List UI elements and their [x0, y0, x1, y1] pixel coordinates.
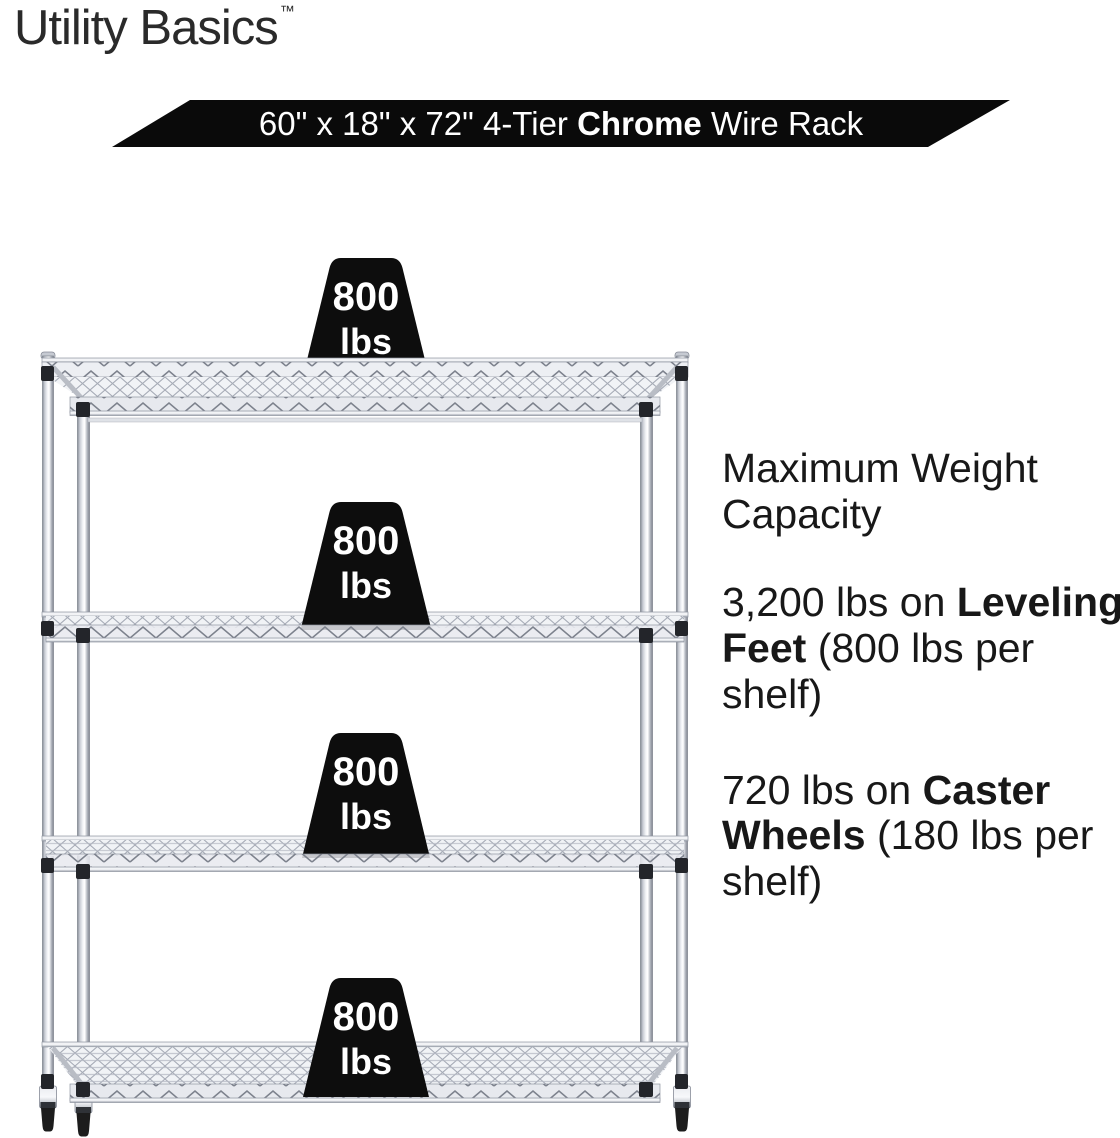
shelf-connectors	[41, 366, 688, 1097]
weight-unit-1: lbs	[340, 321, 392, 362]
post-front-right	[640, 399, 653, 1093]
weight-value-2: 800	[333, 519, 400, 563]
banner-product-text: Wire Rack	[701, 105, 864, 142]
title-banner: 60" x 18" x 72" 4-Tier Chrome Wire Rack	[112, 100, 1010, 147]
post-back-right	[676, 355, 688, 1109]
weight-tag-1: 800 lbs	[306, 258, 426, 364]
brand-name: Utility Basics	[14, 1, 279, 55]
leveling-foot-back-right	[673, 1085, 691, 1132]
weight-value-1: 800	[333, 275, 400, 319]
leveling-foot-back-left	[39, 1085, 57, 1132]
shelf-4: 800 lbs	[41, 978, 689, 1103]
shelf-3: 800 lbs	[41, 733, 689, 872]
weight-tag-2: 800 lbs	[300, 502, 432, 630]
weight-value-3: 800	[333, 750, 400, 794]
spec-caster-wheels: 720 lbs on Caster Wheels (180 lbs per sh…	[722, 766, 1120, 906]
weight-tag-4: 800 lbs	[303, 978, 429, 1097]
banner-finish-text: Chrome	[577, 105, 702, 142]
weight-unit-4: lbs	[340, 1041, 392, 1082]
spec-caster-suffix: (180 lbs per shelf)	[722, 812, 1094, 905]
spec-caster-bold: Caster Wheels	[722, 766, 1051, 859]
weight-unit-2: lbs	[340, 565, 392, 606]
shelf-2: 800 lbs	[41, 502, 689, 643]
spec-leveling-bold: Leveling Feet	[722, 578, 1120, 671]
spec-caster-prefix: 720 lbs on	[722, 766, 923, 813]
trademark-symbol: ™	[279, 3, 295, 20]
spec-panel: Maximum Weight Capacity 3,200 lbs on Lev…	[722, 445, 1120, 906]
spec-heading: Maximum Weight Capacity	[722, 445, 1038, 537]
spec-leveling-prefix: 3,200 lbs on	[722, 578, 957, 625]
post-back-left	[42, 355, 54, 1109]
post-front-left	[77, 399, 90, 1111]
weight-tag-3: 800 lbs	[302, 733, 430, 858]
banner-size-text: 60" x 18" x 72" 4-Tier	[258, 105, 578, 142]
weight-value-4: 800	[333, 995, 400, 1039]
spec-leveling-feet: 3,200 lbs on Leveling Feet (800 lbs per …	[722, 578, 1120, 718]
weight-unit-3: lbs	[340, 796, 392, 837]
shelf-1	[41, 357, 689, 423]
spec-leveling-suffix: (800 lbs per shelf)	[722, 624, 1035, 717]
